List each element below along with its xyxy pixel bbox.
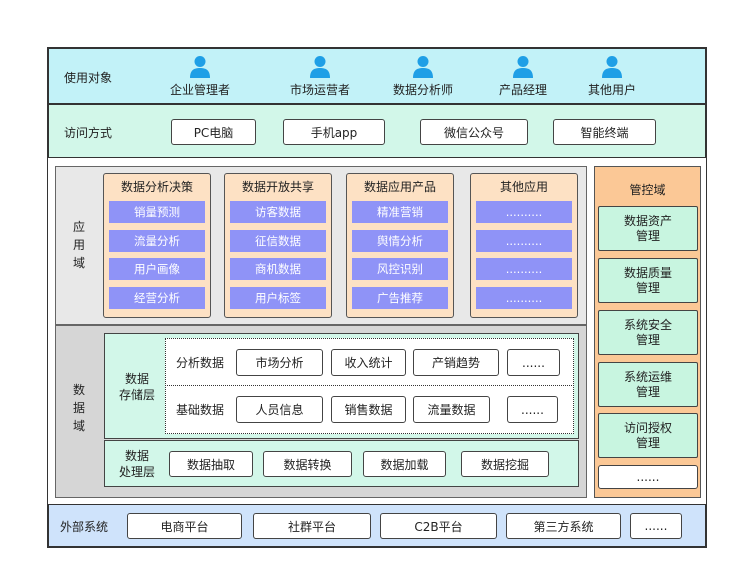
- data-domain-label: 数 据 域: [72, 383, 85, 433]
- app-item[interactable]: ..........: [476, 258, 572, 280]
- person-icon: [309, 55, 331, 79]
- control-item[interactable]: 访问授权 管理: [598, 413, 698, 458]
- storage-item[interactable]: 销售数据: [331, 396, 406, 423]
- access-app-button[interactable]: 手机app: [283, 119, 385, 145]
- storage-item[interactable]: ......: [507, 349, 560, 376]
- architecture-frame: [47, 47, 707, 548]
- processing-item[interactable]: 数据加载: [363, 451, 446, 477]
- access-label: 访问方式: [64, 126, 113, 140]
- user-enterprise-manager-label: 企业管理者: [169, 82, 230, 97]
- storage-item[interactable]: 人员信息: [236, 396, 323, 423]
- external-label: 外部系统: [60, 520, 109, 534]
- control-item[interactable]: 系统安全 管理: [598, 310, 698, 355]
- control-item[interactable]: 系统运维 管理: [598, 362, 698, 407]
- app-panel-title: 数据开放共享: [241, 179, 314, 194]
- control-item-more[interactable]: ......: [598, 465, 698, 489]
- storage-item[interactable]: ......: [507, 396, 558, 423]
- control-domain-title: 管控域: [629, 182, 666, 197]
- storage-item[interactable]: 流量数据: [413, 396, 490, 423]
- app-item[interactable]: 商机数据: [230, 258, 326, 280]
- app-item[interactable]: ..........: [476, 286, 572, 309]
- app-item[interactable]: 用户画像: [109, 258, 205, 280]
- users-label: 使用对象: [64, 71, 113, 85]
- app-panel-title: 数据应用产品: [363, 179, 436, 194]
- storage-item[interactable]: 收入统计: [331, 349, 406, 376]
- user-product-manager-label: 产品经理: [498, 82, 547, 97]
- app-item[interactable]: 经营分析: [109, 286, 205, 309]
- processing-item[interactable]: 数据转换: [263, 451, 352, 477]
- person-icon: [412, 55, 434, 79]
- external-item[interactable]: ......: [630, 513, 682, 539]
- user-other-label: 其他用户: [587, 82, 636, 97]
- access-pc-button[interactable]: PC电脑: [171, 119, 256, 145]
- storage-layer-label: 数据 存储层: [118, 372, 155, 402]
- app-domain-label: 应 用 域: [72, 220, 85, 270]
- storage-dotted-divider: [165, 385, 574, 386]
- app-item[interactable]: 征信数据: [230, 229, 326, 252]
- app-item[interactable]: 访客数据: [230, 201, 326, 223]
- processing-item[interactable]: 数据挖掘: [461, 451, 549, 477]
- control-item[interactable]: 数据质量 管理: [598, 258, 698, 303]
- users-band: [48, 48, 706, 104]
- app-item[interactable]: ..........: [476, 229, 572, 252]
- access-wechat-button[interactable]: 微信公众号: [420, 119, 528, 145]
- user-market-operator-label: 市场运营者: [289, 82, 350, 97]
- external-item[interactable]: 第三方系统: [506, 513, 621, 539]
- access-terminal-button[interactable]: 智能终端: [553, 119, 656, 145]
- app-item[interactable]: 广告推荐: [352, 286, 448, 309]
- storage-item[interactable]: 产销趋势: [413, 349, 499, 376]
- app-item[interactable]: ..........: [476, 201, 572, 223]
- person-icon: [512, 55, 534, 79]
- control-item[interactable]: 数据资产 管理: [598, 206, 698, 251]
- external-item[interactable]: C2B平台: [380, 513, 497, 539]
- external-item[interactable]: 电商平台: [127, 513, 242, 539]
- storage-item[interactable]: 市场分析: [236, 349, 323, 376]
- processing-item[interactable]: 数据抽取: [169, 451, 253, 477]
- storage-row-label: 基础数据: [175, 403, 224, 417]
- app-item[interactable]: 风控识别: [352, 258, 448, 280]
- app-item[interactable]: 精准营销: [352, 201, 448, 223]
- app-panel-title: 其他应用: [499, 179, 548, 194]
- app-panel-title: 数据分析决策: [120, 179, 193, 194]
- app-item[interactable]: 销量预测: [109, 201, 205, 223]
- person-icon: [189, 55, 211, 79]
- app-item[interactable]: 用户标签: [230, 286, 326, 309]
- external-item[interactable]: 社群平台: [253, 513, 371, 539]
- app-item[interactable]: 流量分析: [109, 229, 205, 252]
- app-item[interactable]: 舆情分析: [352, 229, 448, 252]
- person-icon: [601, 55, 623, 79]
- user-data-analyst-label: 数据分析师: [392, 82, 453, 97]
- processing-layer-label: 数据 处理层: [118, 449, 155, 479]
- storage-row-label: 分析数据: [175, 356, 224, 370]
